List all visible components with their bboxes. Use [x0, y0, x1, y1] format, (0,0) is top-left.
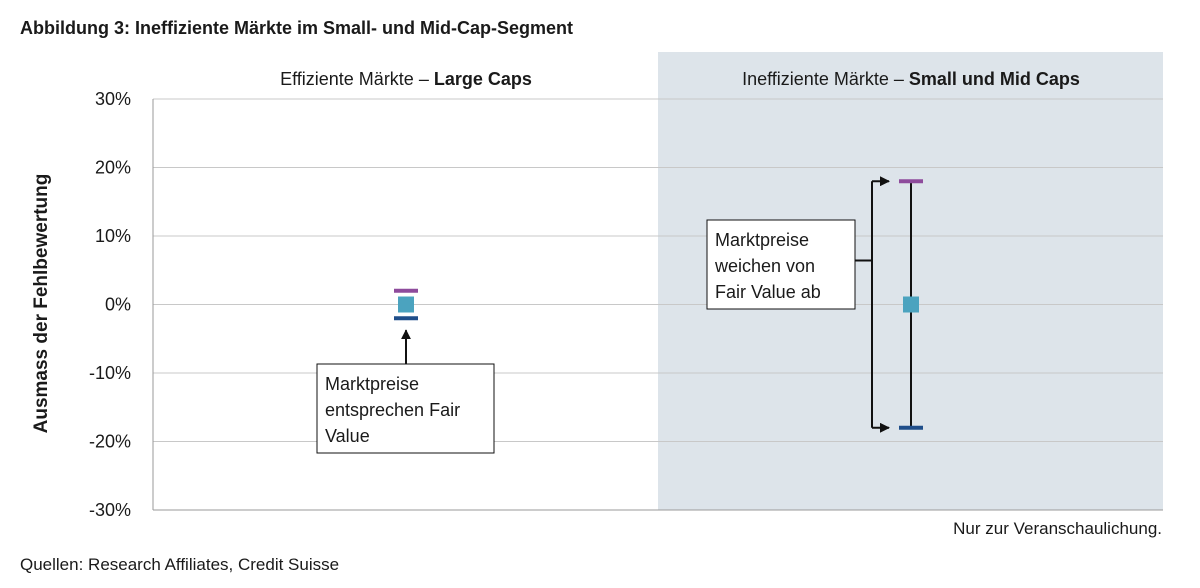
panel-1: Effiziente Märkte – Large CapsMarktpreis…	[280, 69, 532, 454]
panel-label: Ineffiziente Märkte – Small und Mid Caps	[742, 69, 1080, 89]
fair-value-marker	[903, 296, 919, 313]
y-tick-label: 20%	[95, 158, 131, 178]
y-tick-label: 0%	[105, 295, 131, 315]
annotation-line: weichen von	[714, 256, 815, 276]
y-tick-label: 10%	[95, 226, 131, 246]
y-tick-label: -20%	[89, 432, 131, 452]
annotation-box	[316, 363, 495, 454]
panel-label-bold: Small und Mid Caps	[909, 69, 1080, 89]
annotation-box	[706, 219, 856, 310]
panel-label-regular: Ineffiziente Märkte –	[742, 69, 909, 89]
y-tick-label: -10%	[89, 363, 131, 383]
y-tick-labels: 30% 20% 10% 0% -10% -20% -30%	[89, 89, 131, 520]
annotation-line: Marktpreise	[715, 230, 809, 250]
panels: Effiziente Märkte – Large CapsMarktpreis…	[280, 69, 1080, 454]
annotation-line: Fair Value ab	[715, 282, 821, 302]
y-tick-label: 30%	[95, 89, 131, 109]
footnote: Nur zur Veranschaulichung.	[953, 519, 1162, 538]
panel-label-regular: Effiziente Märkte –	[280, 69, 434, 89]
panel-2: Ineffiziente Märkte – Small und Mid Caps…	[706, 69, 1080, 433]
y-axis-label: Ausmass der Fehlbewertung	[31, 174, 52, 434]
fair-value-marker	[398, 296, 414, 313]
figure-title: Abbildung 3: Ineffiziente Märkte im Smal…	[20, 18, 574, 38]
panel-label-bold: Large Caps	[434, 69, 532, 89]
annotation-line: entsprechen Fair	[325, 400, 460, 420]
source-note: Quellen: Research Affiliates, Credit Sui…	[20, 555, 340, 574]
annotation-line: Marktpreise	[325, 374, 419, 394]
panel-label: Effiziente Märkte – Large Caps	[280, 69, 532, 89]
annotation-line: Value	[325, 426, 370, 446]
y-tick-label: -30%	[89, 500, 131, 520]
